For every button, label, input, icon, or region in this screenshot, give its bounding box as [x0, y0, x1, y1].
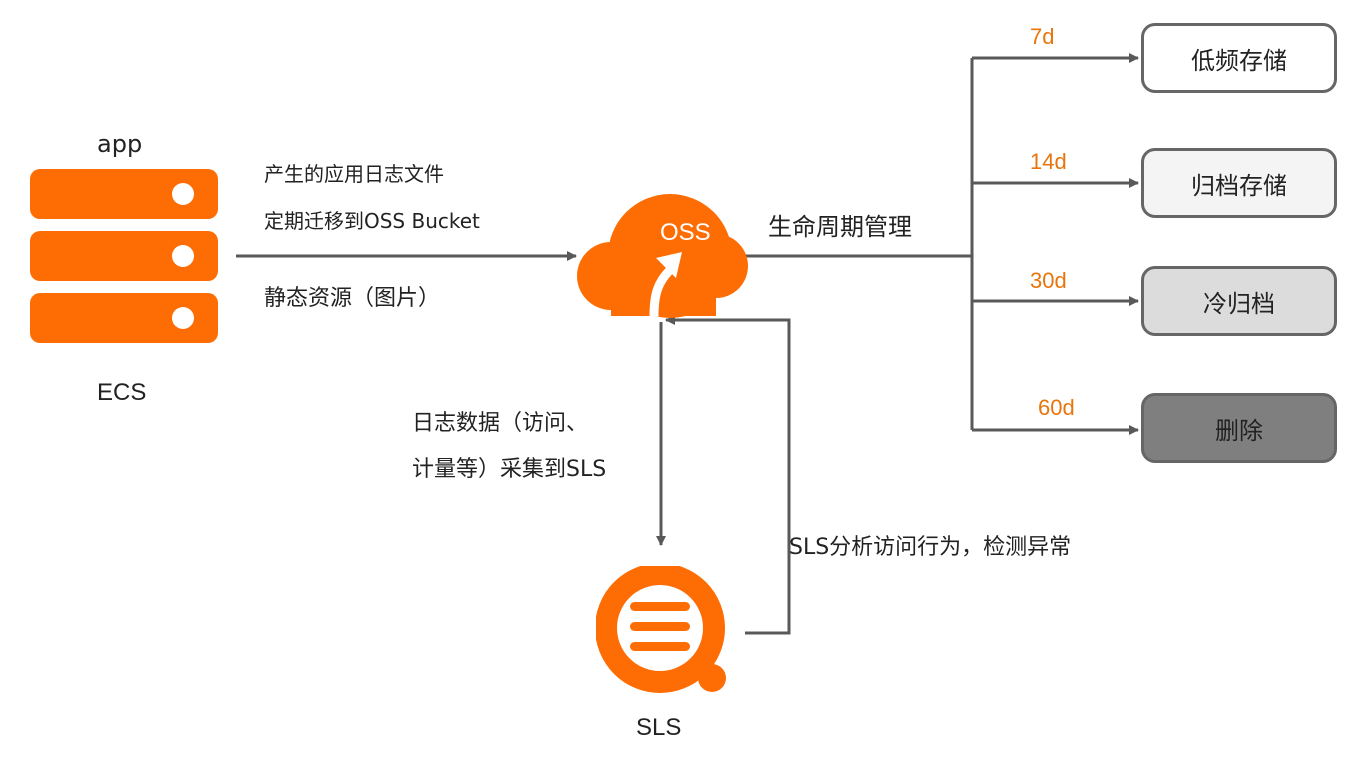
sls-to-oss-arrow — [665, 315, 791, 635]
ecs-name-label: ECS — [97, 379, 147, 406]
server-unit-1 — [30, 169, 218, 219]
days-label-7d: 7d — [1030, 24, 1055, 49]
tier-archive: 归档存储 — [1141, 148, 1337, 218]
ecs-flow-text-1: 产生的应用日志文件 — [264, 162, 444, 186]
tier-label: 删除 — [1215, 416, 1263, 445]
ecs-app-label: app — [97, 130, 143, 158]
sls-name-label: SLS — [636, 714, 682, 741]
tier-label: 低频存储 — [1191, 46, 1287, 75]
tier-cold-archive: 冷归档 — [1141, 266, 1337, 336]
tier-delete: 删除 — [1141, 393, 1337, 463]
sls-collect-text-1: 日志数据（访问、 — [412, 411, 589, 436]
tier-infrequent-access: 低频存储 — [1141, 23, 1337, 93]
server-unit-2 — [30, 231, 218, 281]
ecs-flow-text-2: 定期迁移到OSS Bucket — [264, 209, 480, 233]
sls-collect-text-2: 计量等）采集到SLS — [412, 457, 607, 482]
days-label-60d: 60d — [1038, 395, 1075, 420]
days-label-30d: 30d — [1030, 268, 1067, 293]
lifecycle-label: 生命周期管理 — [768, 213, 912, 241]
log-search-icon — [596, 566, 726, 693]
server-unit-3 — [30, 293, 218, 343]
ecs-flow-text-3: 静态资源（图片） — [264, 286, 441, 311]
server-led-3 — [172, 307, 194, 329]
days-label-14d: 14d — [1030, 149, 1067, 174]
tier-label: 归档存储 — [1191, 171, 1287, 200]
sls-analysis-text: SLS分析访问行为，检测异常 — [789, 535, 1072, 560]
cloud-upload-icon — [577, 194, 748, 321]
server-led-1 — [172, 183, 194, 205]
server-led-2 — [172, 245, 194, 267]
oss-name-label: OSS — [660, 219, 711, 246]
tier-label: 冷归档 — [1203, 289, 1275, 318]
